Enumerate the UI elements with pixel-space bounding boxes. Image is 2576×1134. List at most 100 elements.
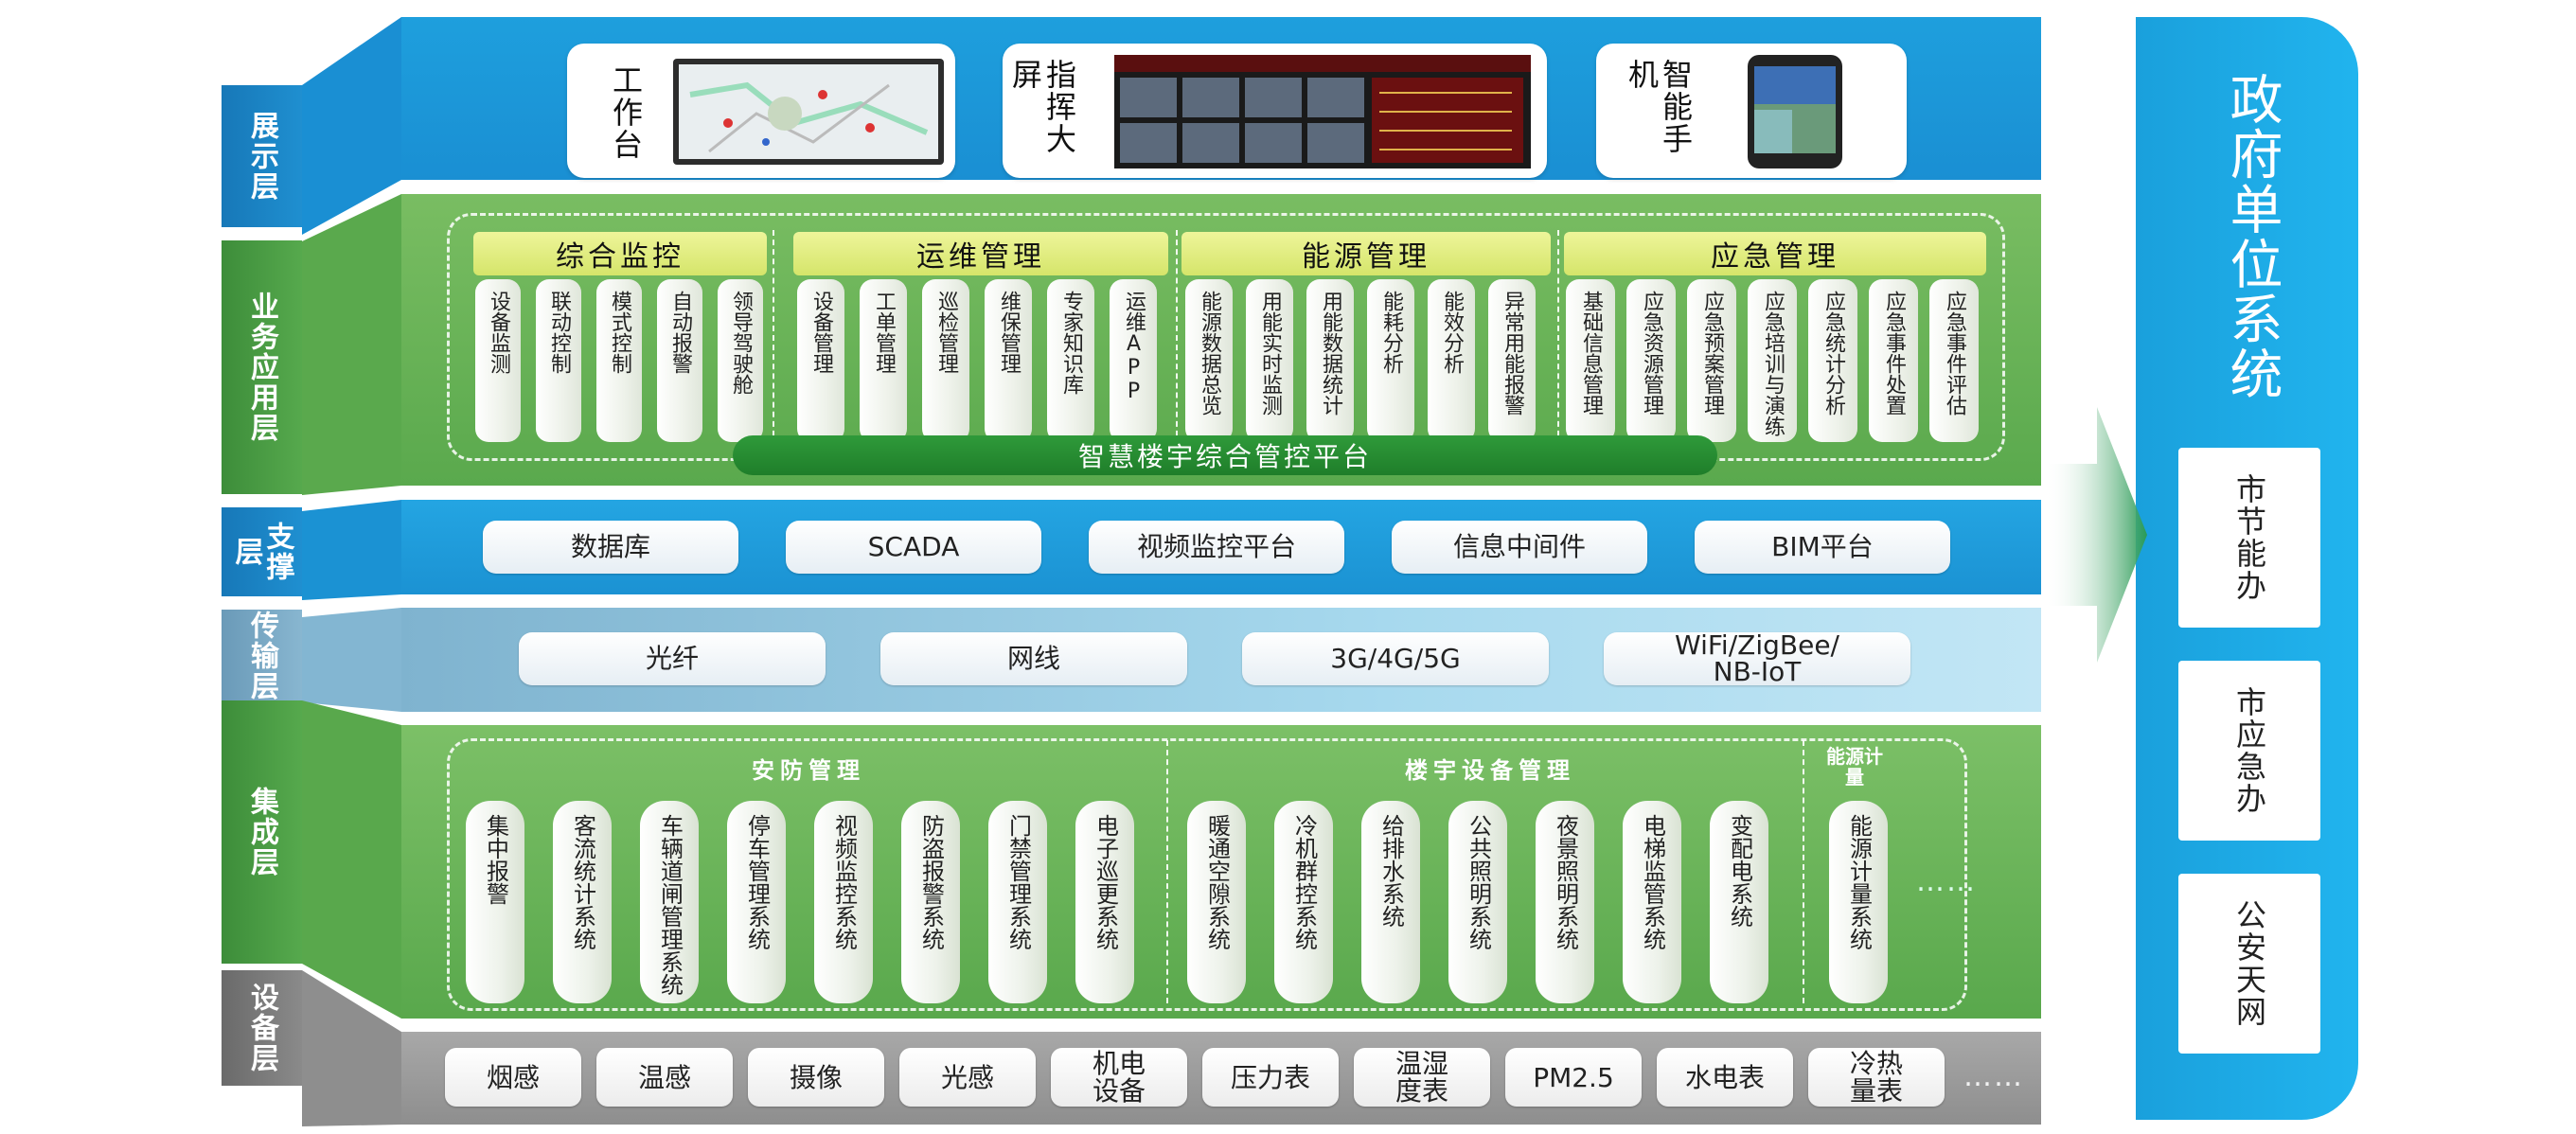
- transport-item: 光纤: [519, 632, 826, 685]
- government-title: 政府单位系统: [2221, 72, 2283, 401]
- integration-more: ……: [1916, 865, 1977, 898]
- device-item: 温感: [596, 1048, 733, 1107]
- system-pill: 变配电系统: [1710, 801, 1768, 1003]
- device-item: 水电表: [1657, 1048, 1793, 1107]
- module-pill: 用能实时监测: [1246, 279, 1293, 442]
- module-pill: 运维APP: [1110, 279, 1157, 442]
- transport-item: 3G/4G/5G: [1242, 632, 1549, 685]
- module-pill: 领导驾驶舱: [718, 279, 763, 442]
- module-pill: 自动报警: [657, 279, 702, 442]
- device-item: 冷热 量表: [1808, 1048, 1945, 1107]
- group-head-energy: 能源管理: [1181, 232, 1551, 275]
- device-item: PM2.5: [1505, 1048, 1642, 1107]
- integration-band: 安防管理 楼宇设备管理 能源计量 集中报警 客流统计系统 车辆道闸管理系统 停车…: [401, 725, 2041, 1019]
- system-pill: 暖通空隙系统: [1187, 801, 1246, 1003]
- display-card-command-screen: 指挥大屏: [1003, 44, 1547, 178]
- system-pill: 电子巡更系统: [1075, 801, 1134, 1003]
- layer-label-transport: 传输层: [222, 610, 302, 702]
- support-item: SCADA: [786, 521, 1041, 574]
- module-pill: 应急预案管理: [1687, 279, 1736, 442]
- module-pill: 应急培训与演练: [1748, 279, 1797, 442]
- support-band: 数据库 SCADA 视频监控平台 信息中间件 BIM平台: [401, 500, 2041, 594]
- support-connector: [302, 500, 401, 600]
- government-panel: 政府单位系统 市节能办 市应急办 公安天网: [2136, 17, 2358, 1120]
- system-pill: 门禁管理系统: [988, 801, 1047, 1003]
- gov-item-emergency-office: 市应急办: [2178, 661, 2320, 841]
- system-pill: 视频监控系统: [814, 801, 873, 1003]
- module-pill: 巡检管理: [922, 279, 969, 442]
- business-connector: [302, 194, 401, 495]
- display-label-command-screen: 指挥大屏: [1007, 59, 1077, 155]
- module-pill: 工单管理: [860, 279, 907, 442]
- module-pill: 维保管理: [985, 279, 1032, 442]
- device-connector: [302, 970, 401, 1126]
- business-divider: [1557, 230, 1559, 446]
- group-head-operations: 运维管理: [793, 232, 1168, 275]
- support-item: 信息中间件: [1392, 521, 1647, 574]
- video-wall-icon: [1114, 55, 1531, 168]
- layer-label-integration: 集成层: [222, 700, 302, 964]
- module-pill: 应急统计分析: [1808, 279, 1857, 442]
- transport-band: 光纤 网线 3G/4G/5G WiFi/ZigBee/ NB-IoT: [401, 608, 2041, 712]
- support-item: 数据库: [483, 521, 738, 574]
- system-pill: 电梯监管系统: [1623, 801, 1681, 1003]
- module-pill: 应急事件处置: [1869, 279, 1918, 442]
- module-pill: 设备管理: [797, 279, 844, 442]
- integration-divider: [1166, 740, 1168, 1003]
- module-pill: 能效分析: [1428, 279, 1475, 442]
- system-pill: 防盗报警系统: [901, 801, 960, 1003]
- device-item: 烟感: [445, 1048, 581, 1107]
- group-head-emergency: 应急管理: [1564, 232, 1986, 275]
- device-item: 压力表: [1202, 1048, 1339, 1107]
- business-band: 综合监控 设备监测 联动控制 模式控制 自动报警 领导驾驶舱 运维管理 设备管理…: [401, 194, 2041, 486]
- module-pill: 应急资源管理: [1626, 279, 1676, 442]
- system-pill: 夜景照明系统: [1536, 801, 1594, 1003]
- group-head-building-equipment: 楼宇设备管理: [1405, 757, 1575, 784]
- system-pill: 公共照明系统: [1448, 801, 1507, 1003]
- module-pill: 异常用能报警: [1488, 279, 1536, 442]
- module-pill: 联动控制: [536, 279, 581, 442]
- module-pill: 基础信息管理: [1566, 279, 1615, 442]
- module-pill: 能耗分析: [1367, 279, 1414, 442]
- device-more: ……: [1963, 1060, 2024, 1093]
- integration-connector: [302, 700, 401, 1019]
- display-band: 工作台 指挥大屏 智能手机: [401, 17, 2041, 180]
- module-pill: 专家知识库: [1047, 279, 1094, 442]
- module-pill: 用能数据统计: [1306, 279, 1354, 442]
- display-card-smartphone: 智能手机: [1596, 44, 1907, 178]
- map-tablet-icon: [673, 59, 944, 165]
- display-label-workbench: 工作台: [608, 64, 644, 161]
- flow-arrow-icon: [2045, 407, 2147, 663]
- display-card-workbench: 工作台: [567, 44, 955, 178]
- system-pill: 能源计量系统: [1829, 801, 1888, 1003]
- layer-label-device: 设备层: [222, 970, 302, 1086]
- device-item: 温湿 度表: [1354, 1048, 1490, 1107]
- transport-item: WiFi/ZigBee/ NB-IoT: [1604, 632, 1910, 685]
- module-pill: 能源数据总览: [1185, 279, 1233, 442]
- group-head-monitoring: 综合监控: [473, 232, 767, 275]
- module-pill: 模式控制: [596, 279, 642, 442]
- system-pill: 停车管理系统: [727, 801, 786, 1003]
- device-item: 摄像: [748, 1048, 884, 1107]
- transport-item: 网线: [880, 632, 1187, 685]
- business-divider: [773, 230, 774, 446]
- integration-group-frame: [447, 738, 1967, 1011]
- layer-label-display: 展示层: [222, 85, 302, 227]
- device-item: 机电 设备: [1051, 1048, 1187, 1107]
- support-item: BIM平台: [1695, 521, 1950, 574]
- gov-item-public-security: 公安天网: [2178, 874, 2320, 1054]
- system-pill: 车辆道闸管理系统: [640, 801, 699, 1003]
- group-head-security: 安防管理: [752, 757, 865, 784]
- display-connector: [302, 17, 401, 235]
- system-pill: 客流统计系统: [553, 801, 612, 1003]
- layer-label-support: 支撑层: [222, 507, 302, 596]
- device-item: 光感: [899, 1048, 1036, 1107]
- integration-divider: [1803, 740, 1804, 1003]
- system-pill: 给排水系统: [1361, 801, 1420, 1003]
- gov-item-energy-office: 市节能办: [2178, 448, 2320, 628]
- group-head-energy-metering: 能源计量: [1826, 745, 1883, 788]
- support-item: 视频监控平台: [1089, 521, 1344, 574]
- smartphone-icon: [1748, 55, 1842, 168]
- display-label-smartphone: 智能手机: [1624, 59, 1694, 155]
- business-divider: [1176, 230, 1178, 446]
